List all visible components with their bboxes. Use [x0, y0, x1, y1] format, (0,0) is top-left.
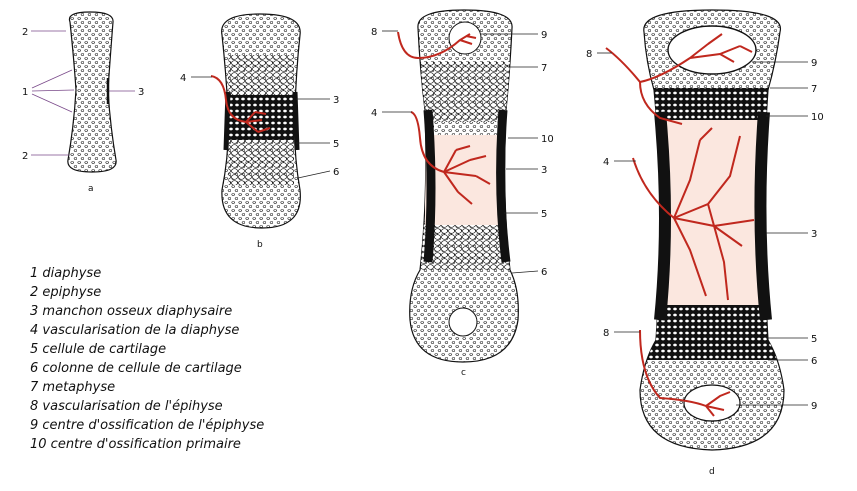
legend-item-7: 7 metaphyse: [30, 380, 116, 395]
stage-c-label-3: 3: [541, 165, 547, 176]
stage-d-label-5: 5: [811, 334, 817, 345]
stage-d-label-8-bottom: 8: [603, 328, 609, 339]
stage-a-label-1: 1: [22, 87, 28, 98]
stage-c-leader-6: [511, 270, 539, 274]
stage-c-marrow: [425, 135, 507, 225]
stage-c-label-7: 7: [541, 63, 547, 74]
stage-a-label-2-bottom: 2: [22, 151, 28, 162]
stage-b-label-4: 4: [180, 73, 186, 84]
stage-b-label-3: 3: [333, 95, 339, 106]
legend: 1 diaphyse 2 epiphyse 3 manchon osseux d…: [30, 264, 330, 454]
stage-d-caption: d: [709, 467, 715, 477]
stage-b-bone-collar: [223, 91, 300, 151]
stage-c-bone-collar: [423, 109, 511, 263]
stage-d: 8 9 7 10 4 3 8 5 6 9 d: [586, 9, 824, 477]
stage-d-label-4: 4: [603, 157, 609, 168]
stage-a-cartilage: [67, 11, 117, 173]
stage-b-label-5: 5: [333, 139, 339, 150]
stage-d-label-3: 3: [811, 229, 817, 240]
stage-c-label-8: 8: [371, 27, 377, 38]
stage-b-leader-6: [297, 170, 331, 179]
stage-d-epiphysis-center-top: [667, 25, 757, 75]
stage-c-label-5: 5: [541, 209, 547, 220]
stage-c-diaphysis-vessel: [410, 111, 491, 205]
stage-d-label-6: 6: [811, 356, 817, 367]
stage-a-label-2-top: 2: [22, 27, 28, 38]
stage-b-label-6: 6: [333, 167, 339, 178]
stage-c-caption: c: [461, 368, 466, 378]
legend-item-8: 8 vascularisation de l'épihyse: [30, 399, 223, 414]
stage-b-columns-lower: [228, 140, 294, 185]
stage-d-label-9-top: 9: [811, 58, 817, 69]
stage-d-vessel-top: [605, 33, 753, 125]
stage-d-label-7: 7: [811, 84, 817, 95]
stage-a-caption: a: [88, 184, 94, 194]
stage-c: 8 9 7 4 10 3 5 6 c: [371, 9, 554, 378]
stage-d-bone-collar: [654, 111, 772, 321]
stage-c-label-6: 6: [541, 267, 547, 278]
legend-item-3: 3 manchon osseux diaphysaire: [30, 304, 233, 319]
legend-item-2: 2 epiphyse: [30, 285, 102, 300]
stage-a-label-3: 3: [138, 87, 144, 98]
stage-a: 2 1 3 2 a: [22, 11, 144, 194]
stage-c-columns-lower: [420, 225, 510, 270]
stage-d-label-10: 10: [811, 112, 824, 123]
legend-item-6: 6 colonne de cellule de cartilage: [30, 361, 242, 376]
legend-item-1: 1 diaphyse: [30, 266, 102, 281]
legend-item-10: 10 centre d'ossification primaire: [30, 437, 241, 452]
stage-b-columns-upper: [228, 55, 294, 95]
stage-b: 4 3 5 6 b: [180, 13, 339, 250]
stage-b-hypertrophic-zone: [228, 95, 294, 140]
stage-c-epiphysis-center-bottom: [448, 307, 478, 337]
stage-b-vessel: [210, 75, 271, 133]
stage-c-label-9: 9: [541, 30, 547, 41]
stage-a-leader-1: [31, 69, 75, 113]
stage-d-label-8-top: 8: [586, 49, 592, 60]
stage-c-epiphysis-vessel: [397, 31, 477, 60]
stage-d-label-9-bottom: 9: [811, 401, 817, 412]
legend-item-5: 5 cellule de cartilage: [30, 342, 167, 357]
legend-item-4: 4 vascularisation de la diaphyse: [30, 323, 240, 338]
stage-d-vessel-bottom: [639, 329, 731, 417]
legend-item-9: 9 centre d'ossification de l'épiphyse: [30, 418, 265, 433]
stage-c-columns-upper: [420, 62, 510, 122]
stage-b-caption: b: [257, 240, 263, 250]
stage-c-label-10: 10: [541, 134, 554, 145]
stage-d-vessel-diaphysis: [632, 127, 755, 301]
stage-c-label-4: 4: [371, 108, 377, 119]
